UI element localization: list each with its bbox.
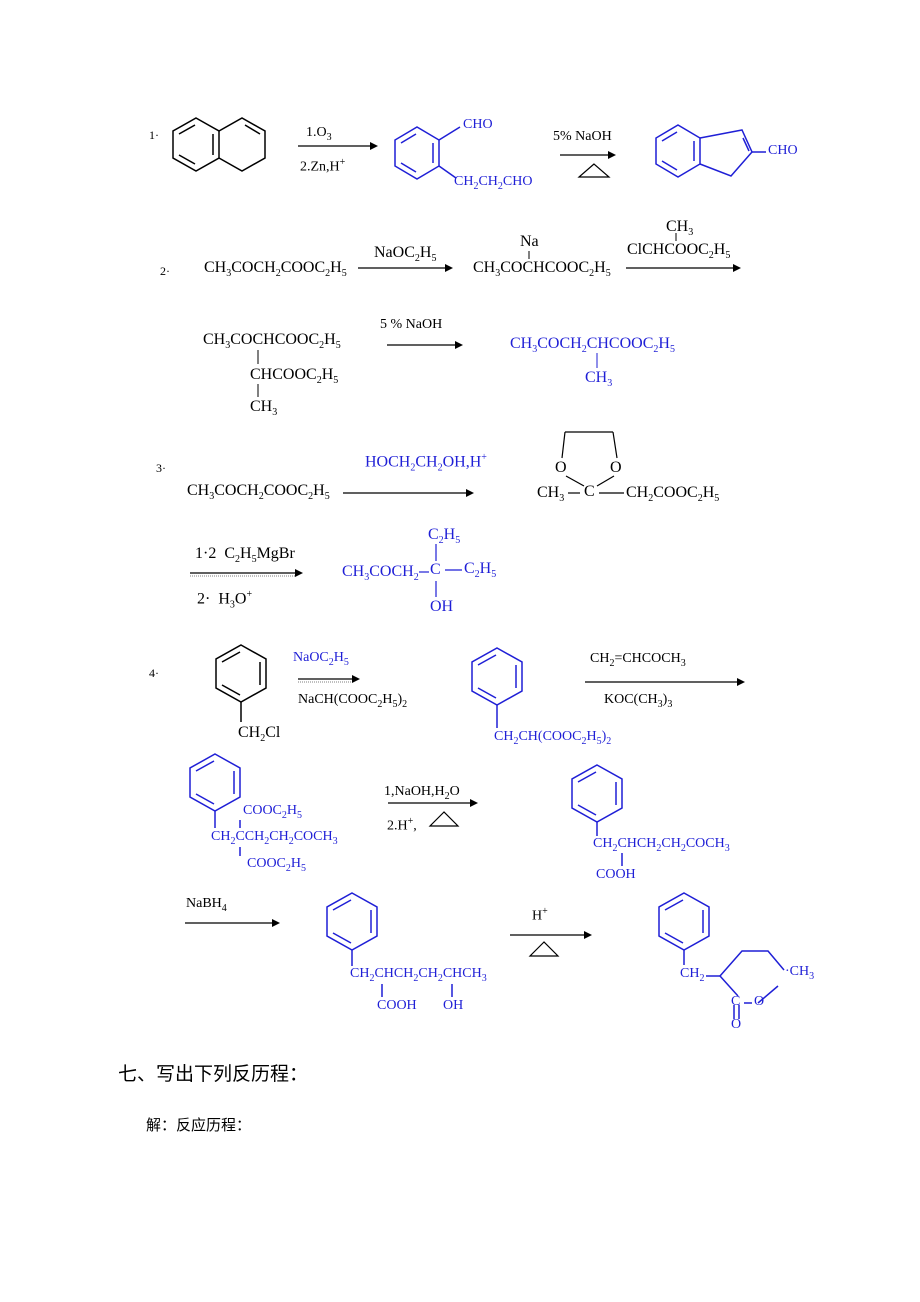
lactone-ch2: CH2 bbox=[680, 966, 705, 984]
ketal-right-chain: CH2COOC2H5 bbox=[626, 484, 720, 505]
lactone-ring-oxygen: O bbox=[754, 994, 765, 1009]
alcohol-carbon: C bbox=[430, 561, 441, 578]
benzaldehyde-product-structure bbox=[394, 126, 461, 180]
hydroxy-acid-structure bbox=[326, 892, 453, 997]
section7-heading: 七、写出下列反历程： bbox=[118, 1063, 309, 1085]
indene-product-structure bbox=[655, 124, 766, 178]
benzyl-chloride-structure bbox=[215, 644, 267, 722]
reaction3-arrow2 bbox=[190, 569, 303, 577]
reaction3-reagent1: HOCH2CH2OH,H+ bbox=[365, 452, 487, 474]
reaction4-reagent3a: 1,NaOH,H2O bbox=[384, 784, 460, 802]
reaction1-reagent3: 5% NaOH bbox=[553, 129, 612, 144]
reaction1-arrow2 bbox=[560, 151, 616, 159]
reaction4-reagent1a: NaOC2H5 bbox=[293, 650, 349, 668]
sodium-enolate: CH3COCHCOOC2H5 bbox=[473, 259, 611, 280]
hydroxy-acid-cooh: COOH bbox=[377, 998, 417, 1013]
keto-acid-structure bbox=[571, 764, 623, 866]
product1-side-chain: CH2CH2CHO bbox=[454, 174, 533, 192]
reaction4-reagent2b: KOC(CH3)3 bbox=[604, 692, 673, 710]
sodium-label: Na bbox=[520, 233, 539, 250]
heat-triangle-icon bbox=[428, 811, 460, 827]
michael-main-chain: CH2CCH2CH2COCH3 bbox=[211, 829, 338, 847]
reaction3-reagent2b: 2· H3O+ bbox=[197, 589, 253, 611]
reaction4-arrow3 bbox=[388, 799, 478, 807]
alcohol-oh: OH bbox=[430, 598, 454, 615]
heat-triangle-icon bbox=[577, 163, 611, 178]
ketal-ch3: CH3 bbox=[537, 484, 565, 505]
alcohol-left-chain: CH3COCH2 bbox=[342, 563, 419, 584]
ketal-ring-structure bbox=[561, 431, 624, 494]
adduct-line3: CH3 bbox=[250, 398, 278, 419]
alcohol-product-bonds bbox=[419, 544, 462, 597]
reaction4-number: 4· bbox=[149, 666, 159, 680]
reaction3-number: 3· bbox=[156, 461, 166, 475]
product2-line2: CH3 bbox=[585, 369, 613, 390]
lactone-carbonyl-carbon: C bbox=[731, 994, 741, 1009]
lactone-ring-structure bbox=[706, 950, 785, 1019]
reaction1-number: 1· bbox=[149, 128, 159, 142]
reaction4-arrow2 bbox=[585, 678, 745, 686]
malonate-side-chain: CH2CH(COOC2H5)2 bbox=[494, 729, 612, 747]
ketal-carbon: C bbox=[584, 483, 595, 500]
reagent-methyl: CH3 bbox=[666, 218, 694, 239]
reaction4-reagent5: H+ bbox=[532, 906, 548, 924]
benzyl-chloride-ch2cl: CH2Cl bbox=[238, 724, 281, 745]
reaction2-arrow2 bbox=[626, 264, 741, 272]
malonate-product-structure bbox=[471, 647, 523, 728]
alcohol-top-ethyl: C2H5 bbox=[428, 526, 461, 547]
reaction4-arrow1 bbox=[298, 675, 360, 683]
michael-ester-top: COOC2H5 bbox=[243, 803, 303, 821]
reaction2-reagent1: NaOC2H5 bbox=[374, 244, 437, 265]
ketal-o1: O bbox=[555, 459, 567, 476]
michael-adduct-structure bbox=[189, 753, 241, 856]
reaction4-reagent4: NaBH4 bbox=[186, 896, 227, 914]
reaction4-arrow5 bbox=[510, 931, 592, 939]
reaction2-number: 2· bbox=[160, 264, 170, 278]
keto-acid-cooh: COOH bbox=[596, 867, 636, 882]
reaction4-reagent2a: CH2=CHCOCH3 bbox=[590, 651, 686, 669]
reaction2-reagent2: ClCHCOOC2H5 bbox=[627, 241, 731, 262]
reaction1-reagent2: 2.Zn,H+ bbox=[300, 157, 346, 175]
product2-line1: CH3COCH2CHCOOC2H5 bbox=[510, 335, 675, 356]
adduct-line2: CHCOOC2H5 bbox=[250, 366, 339, 387]
lactone-ch3: ·CH3 bbox=[785, 964, 815, 982]
reaction4-reagent3b: 2.H+, bbox=[387, 816, 417, 834]
hydroxy-acid-oh: OH bbox=[443, 998, 464, 1013]
dihydronaphthalene-structure bbox=[172, 117, 266, 172]
ketal-o2: O bbox=[610, 459, 622, 476]
michael-ester-bottom: COOC2H5 bbox=[247, 856, 307, 874]
reaction3-reagent2a: 1·2 C2H5MgBr bbox=[195, 545, 295, 566]
reaction3-start: CH3COCH2COOC2H5 bbox=[187, 482, 330, 503]
adduct-line1: CH3COCHCOOC2H5 bbox=[203, 331, 341, 352]
reaction2-arrow3 bbox=[387, 341, 463, 349]
reaction1-reagent1: 1.O3 bbox=[306, 125, 332, 143]
reaction4-arrow4 bbox=[185, 919, 280, 927]
lactone-carbonyl-oxygen: O bbox=[731, 1017, 742, 1032]
product1-cho: CHO bbox=[463, 117, 493, 132]
reaction2-reagent3: 5 % NaOH bbox=[380, 317, 443, 332]
reaction3-arrow1 bbox=[343, 489, 474, 497]
section7-answer: 解：反应历程： bbox=[146, 1116, 252, 1134]
reaction2-arrow1 bbox=[358, 264, 453, 272]
reaction1-arrow1 bbox=[298, 142, 378, 150]
lactone-benzene-structure bbox=[658, 892, 710, 965]
heat-triangle-icon bbox=[528, 941, 560, 957]
keto-acid-main-chain: CH2CHCH2CH2COCH3 bbox=[593, 836, 730, 854]
alcohol-right-ethyl: C2H5 bbox=[464, 560, 497, 581]
hydroxy-acid-main-chain: CH2CHCH2CH2CHCH3 bbox=[350, 966, 487, 984]
product2-cho: CHO bbox=[768, 143, 798, 158]
ethyl-acetoacetate: CH3COCH2COOC2H5 bbox=[204, 259, 347, 280]
reaction4-reagent1b: NaCH(COOC2H5)2 bbox=[298, 692, 408, 710]
